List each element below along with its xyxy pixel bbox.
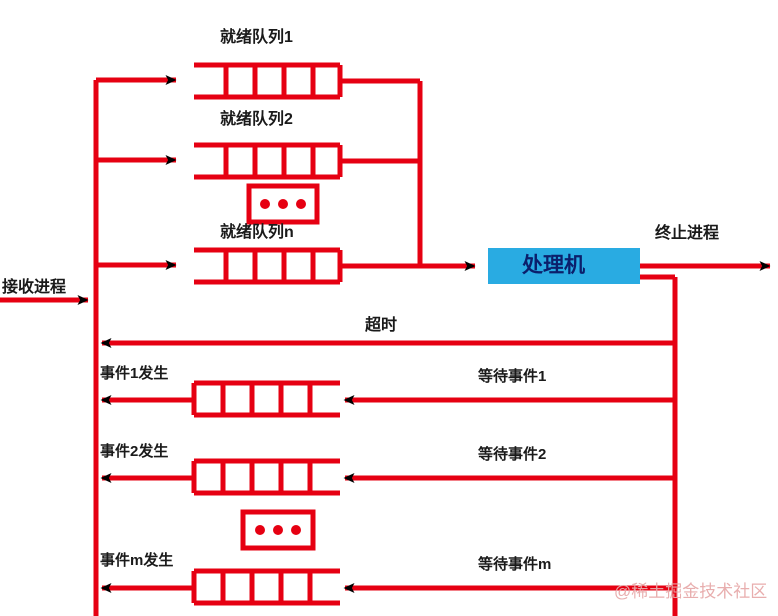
label-event-1-occurs: 事件1发生: [100, 365, 169, 382]
event-queue-m-box: [191, 568, 340, 606]
label-ready-queue-n: 就绪队列n: [220, 224, 294, 241]
label-processor: 处理机: [522, 254, 585, 277]
label-ready-queue-1: 就绪队列1: [220, 29, 293, 46]
watermark: @稀土掘金技术社区: [614, 582, 768, 601]
processor-box: [488, 248, 640, 284]
label-ready-queue-2: 就绪队列2: [220, 111, 293, 128]
ready-queue-ellipsis-box: [246, 183, 320, 225]
event-queue-ellipsis-dots: [255, 525, 301, 535]
event-queue-1-box: [191, 380, 340, 418]
label-wait-event-m: 等待事件m: [478, 556, 552, 573]
label-terminate-process: 终止进程: [655, 225, 720, 242]
ready-queue-2-box: [194, 142, 343, 180]
event-queue-2-box: [191, 458, 340, 496]
label-event-m-occurs: 事件m发生: [100, 552, 174, 569]
label-incoming-process: 接收进程: [2, 279, 67, 296]
label-timeout: 超时: [365, 317, 398, 334]
ready-queue-1-box: [194, 62, 343, 100]
label-event-2-occurs: 事件2发生: [100, 443, 169, 460]
label-wait-event-1: 等待事件1: [478, 368, 547, 385]
event-queue-ellipsis-box: [240, 509, 316, 551]
ready-queue-n-box: [194, 247, 343, 285]
ready-queue-ellipsis-dots: [260, 199, 306, 209]
label-wait-event-2: 等待事件2: [478, 446, 547, 463]
